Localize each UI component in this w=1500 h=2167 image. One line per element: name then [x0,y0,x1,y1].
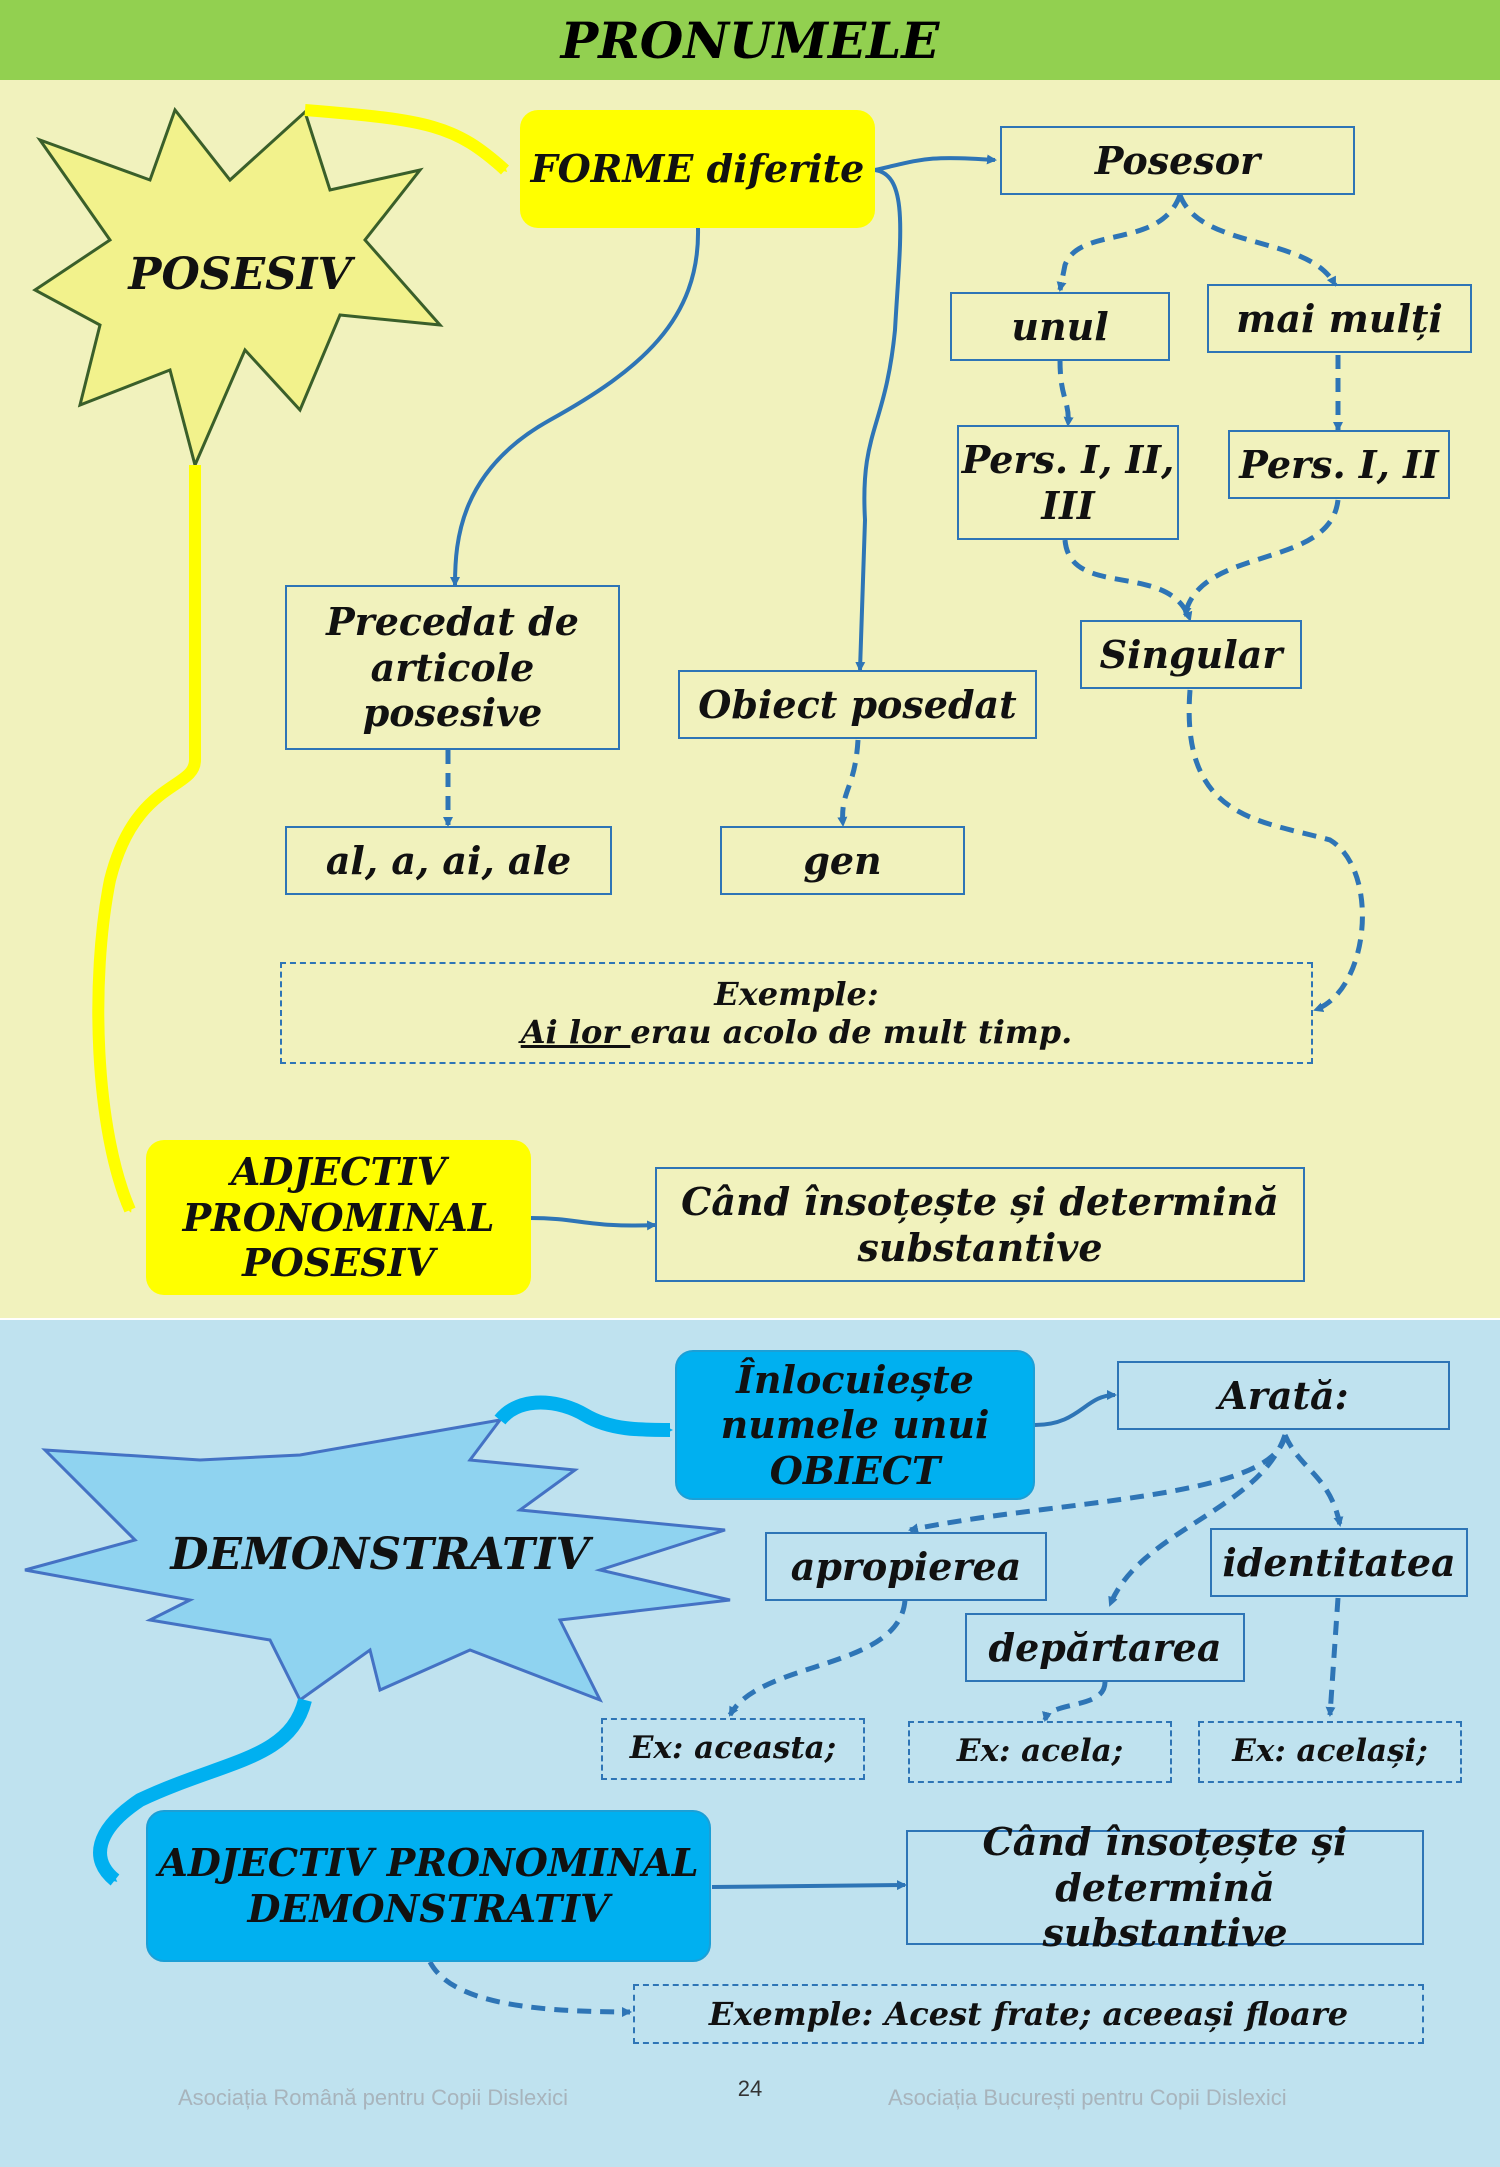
adjectiv-demonstrativ-box: ADJECTIV PRONOMINAL DEMONSTRATIV [146,1810,711,1962]
identitatea-box: identitatea [1210,1528,1468,1597]
exemple-label: Exemple: [714,974,879,1013]
page-title: PRONUMELE [0,0,1500,80]
singular-box: Singular [1080,620,1302,689]
articole-box: al, a, ai, ale [285,826,612,895]
precedat-de-articole-box: Precedat de articole posesive [285,585,620,750]
inlocuieste-box: Înlocuiește numele unui OBIECT [675,1350,1035,1500]
pers-1-2-3-box: Pers. I, II, III [957,425,1179,540]
adjectiv-posesiv-box: ADJECTIV PRONOMINAL POSESIV [146,1140,531,1295]
demonstrativ-starburst [24,1417,731,1703]
exemple-underlined: Ai lor [520,1013,631,1051]
exemple-posesiv-box: Exemple: Ai lor erau acolo de mult timp. [280,962,1313,1064]
apropierea-box: apropierea [765,1532,1047,1601]
mai-multi-box: mai mulți [1207,284,1472,353]
unul-box: unul [950,292,1170,361]
obiect-posedat-box: Obiect posedat [678,670,1037,739]
ex-acela-box: Ex: acela; [908,1721,1172,1783]
posesor-box: Posesor [1000,126,1355,195]
cand-insoteste-posesiv-box: Când însoțește și determină substantive [655,1167,1305,1282]
pers-1-2-box: Pers. I, II [1228,430,1450,499]
page-number: 24 [737,2076,763,2101]
cand-insoteste-demonstrativ-box: Când însoțește și determină substantive [906,1819,1424,1955]
ex-acelasi-box: Ex: același; [1198,1721,1462,1783]
forme-diferite-box: FORME diferite [520,110,875,228]
posesiv-label: POSESIV [128,248,352,300]
posesiv-starburst [32,106,444,470]
arata-box: Arată: [1117,1361,1450,1430]
exemple-rest: erau acolo de mult timp. [630,1013,1073,1051]
gen-box: gen [720,826,965,895]
departarea-box: depărtarea [965,1613,1245,1682]
demonstrativ-label: DEMONSTRATIV [170,1528,590,1580]
exemple-demonstrativ-box: Exemple: Acest frate; aceeași floare [633,1984,1424,2044]
footer-left: Asociația Română pentru Copii Dislexici [178,2085,569,2110]
ex-aceasta-box: Ex: aceasta; [601,1718,865,1780]
exemple-sentence: Ai lor erau acolo de mult timp. [521,1013,1073,1051]
footer-right: Asociația București pentru Copii Dislexi… [888,2085,1287,2110]
